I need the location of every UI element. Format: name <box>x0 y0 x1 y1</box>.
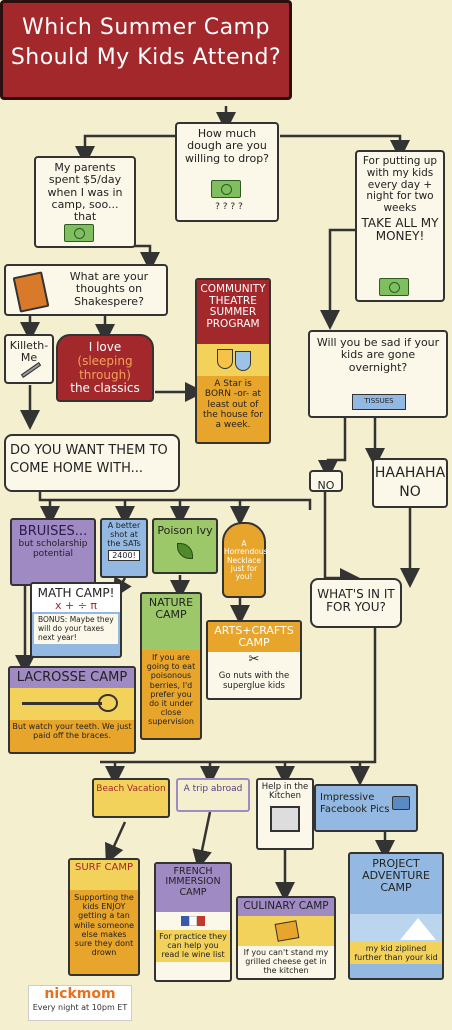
lacrosse-title: LACROSSE CAMP <box>10 668 134 689</box>
nature-body: If you are going to eat poisonous berrie… <box>142 650 200 730</box>
answer-killeth-text: Killeth-Me <box>9 339 49 365</box>
theatre-masks-icon <box>197 344 269 376</box>
card-arts: ARTS+CRAFTS CAMP ✂ Go nuts with the supe… <box>206 620 302 700</box>
cheese-icon <box>238 915 334 946</box>
poison-ivy-text: Poison Ivy <box>157 524 213 537</box>
option-bruises: BRUISES... but scholarship potential <box>10 518 96 586</box>
abroad-text: A trip abroad <box>183 784 243 794</box>
facebook-text: Impressive Facebook Pics <box>320 792 390 815</box>
mountain-icon <box>350 914 442 942</box>
project-title: PROJECT ADVENTURE CAMP <box>362 857 430 895</box>
question-dough: How much dough are you willing to drop? … <box>175 122 279 222</box>
question-whats-in-it-text: WHAT'S IN IT FOR YOU? <box>317 587 395 615</box>
sleeping-line-2: (sleeping through) <box>77 353 133 382</box>
card-theatre: COMMUNITY THEATRE SUMMER PROGRAM A Star … <box>195 278 271 444</box>
answer-sleeping: I love (sleeping through) the classics <box>56 334 154 402</box>
answer-rich: For putting up with my kids every day + … <box>355 150 445 302</box>
question-home-text: DO YOU WANT THEM TO COME HOME WITH... <box>10 443 168 477</box>
necklace-text: A Horrendous Necklace just for you! <box>224 539 268 581</box>
beach-text: Beach Vacation <box>96 784 166 794</box>
bruises-sub: but scholarship potential <box>18 539 88 559</box>
option-poison-ivy: Poison Ivy <box>152 518 218 574</box>
french-title: FRENCH IMMERSION CAMP <box>156 864 230 912</box>
option-beach: Beach Vacation <box>92 778 170 818</box>
nature-title: NATURE CAMP <box>142 594 200 650</box>
theatre-body: A Star is BORN -or- at least out of the … <box>197 376 269 434</box>
camera-icon <box>392 796 410 810</box>
book-icon <box>12 271 50 313</box>
surf-title: SURF CAMP <box>70 860 138 890</box>
answer-killeth: Killeth-Me <box>4 334 54 384</box>
nickmom-logo: nickmom Every night at 10pm ET <box>28 985 132 1021</box>
answer-no-text: NO <box>317 479 335 492</box>
money-icon <box>64 224 94 242</box>
kitchen-text: Help in the Kitchen <box>261 782 309 802</box>
option-necklace: A Horrendous Necklace just for you! <box>222 522 268 598</box>
question-marks: ? ? ? ? <box>215 202 243 212</box>
answer-no: NO <box>309 470 343 492</box>
question-whats-in-it: WHAT'S IN IT FOR YOU? <box>310 578 402 628</box>
question-shakespeare: What are your thoughts on Shakespere? <box>4 264 168 316</box>
tissues-icon: TISSUES <box>352 394 406 410</box>
answer-rich-shout: TAKE ALL MY MONEY! <box>361 215 439 244</box>
surf-body: Supporting the kids ENJOY getting a tan … <box>70 890 138 961</box>
project-body: my kid ziplined further than your kid <box>350 942 442 965</box>
logo-tagline: Every night at 10pm ET <box>32 1002 128 1012</box>
question-shakespeare-text: What are your thoughts on Shakespere? <box>69 270 149 308</box>
theatre-title: COMMUNITY THEATRE SUMMER PROGRAM <box>197 280 269 344</box>
bruises-title: BRUISES... <box>18 524 88 539</box>
arts-body: Go nuts with the superglue kids <box>218 671 290 691</box>
culinary-title: CULINARY CAMP <box>238 898 334 916</box>
scissors-icon: ✂ <box>248 652 260 668</box>
answer-haha: HAAHAHA NO <box>372 458 448 508</box>
arts-title: ARTS+CRAFTS CAMP <box>208 622 300 653</box>
option-facebook: Impressive Facebook Pics <box>314 784 418 832</box>
answer-cheap: My parents spent $5/day when I was in ca… <box>34 156 136 248</box>
math-title: MATH CAMP! <box>32 584 120 601</box>
logo-name: nickmom <box>44 986 116 1002</box>
french-body: For practice they can help you read le w… <box>156 930 230 962</box>
answer-haha-text: HAAHAHA NO <box>374 465 446 500</box>
card-lacrosse: LACROSSE CAMP But watch your teeth. We j… <box>8 666 136 754</box>
title-banner: Which Summer Camp Should My Kids Attend? <box>0 0 292 100</box>
title-line-2: Should My Kids Attend? <box>10 44 282 70</box>
sats-text: A better shot at the SATs <box>107 521 141 548</box>
option-sats: A better shot at the SATs 2400! <box>100 518 148 578</box>
culinary-body: If you can't stand my grilled cheese get… <box>243 947 329 975</box>
card-math: MATH CAMP! x + ÷ π BONUS: Maybe they wil… <box>30 582 122 658</box>
stove-icon <box>270 805 300 832</box>
question-sad: Will you be sad if your kids are gone ov… <box>308 330 448 418</box>
title-line-1: Which Summer Camp <box>22 15 270 40</box>
money-icon <box>211 180 241 198</box>
card-nature: NATURE CAMP If you are going to eat pois… <box>140 592 202 740</box>
sats-score: 2400! <box>108 550 140 562</box>
lacrosse-stick-icon <box>10 688 134 721</box>
answer-rich-text: For putting up with my kids every day + … <box>362 155 438 214</box>
flag-icon <box>156 912 230 930</box>
question-dough-text: How much dough are you willing to drop? <box>184 127 270 165</box>
math-symbols: x + ÷ π <box>32 600 120 613</box>
option-kitchen: Help in the Kitchen <box>256 778 314 850</box>
answer-cheap-text: My parents spent $5/day when I was in ca… <box>47 161 123 224</box>
lacrosse-body: But watch your teeth. We just paid off t… <box>12 722 132 741</box>
question-sad-text: Will you be sad if your kids are gone ov… <box>316 336 440 374</box>
sleeping-line-3: the classics <box>70 381 140 396</box>
question-home: DO YOU WANT THEM TO COME HOME WITH... <box>4 434 180 492</box>
math-body: BONUS: Maybe they will do your taxes nex… <box>34 614 118 645</box>
money-icon <box>379 278 409 296</box>
card-project: PROJECT ADVENTURE CAMP my kid ziplined f… <box>348 852 444 980</box>
leaf-icon <box>177 543 193 559</box>
card-culinary: CULINARY CAMP If you can't stand my gril… <box>236 896 336 980</box>
tissues-label: TISSUES <box>364 397 394 405</box>
card-surf: SURF CAMP Supporting the kids ENJOY gett… <box>68 858 140 976</box>
option-abroad: A trip abroad <box>176 778 250 812</box>
card-french: FRENCH IMMERSION CAMP For practice they … <box>154 862 232 982</box>
sleeping-line-1: I love <box>88 340 122 354</box>
